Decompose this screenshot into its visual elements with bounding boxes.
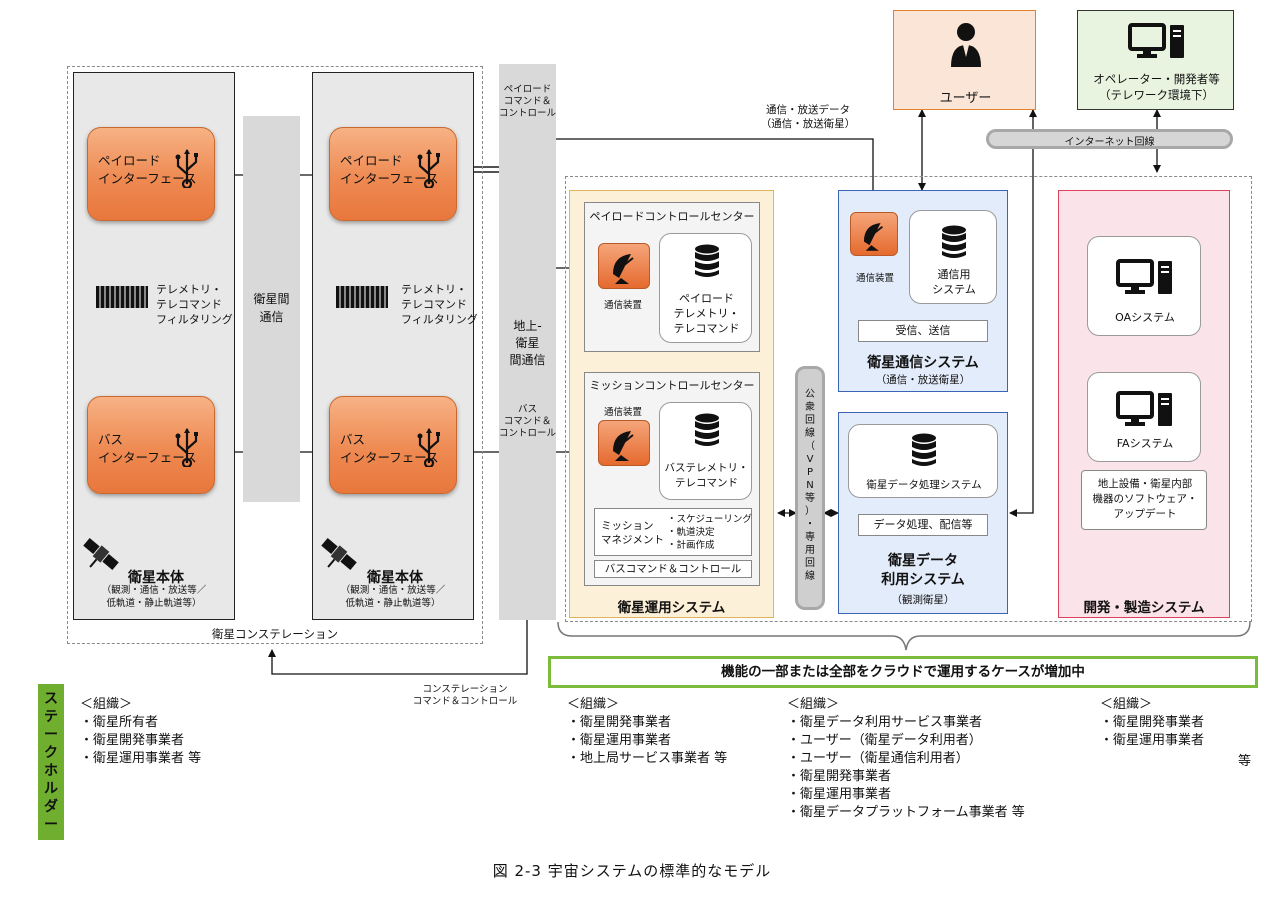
stakeholder-list-data: ＜組織＞・衛星データ利用サービス事業者・ユーザー（衛星データ利用者）・ユーザー（… (787, 697, 1025, 820)
internet-label: インターネット回線 (1064, 137, 1155, 148)
data-system-title: 衛星データ利用システム (881, 553, 965, 588)
stakeholder-list-dev: ＜組織＞・衛星開発事業者・衛星運用事業者 (1100, 697, 1205, 748)
payload-interface-left: ペイロードインターフェース (87, 127, 215, 221)
usb-icon (417, 149, 440, 188)
satellite-body-title: 衛星本体 (367, 570, 423, 586)
payload-tt-box: ペイロードテレメトリ・テレコマンド (659, 233, 752, 343)
satellite-icon (321, 537, 357, 571)
operator-box: オペレーター・開発者等（テレワーク環境下） (1077, 10, 1234, 110)
isl-label: 衛星間通信 (253, 292, 290, 324)
comm-system-title: 衛星通信システム (867, 355, 979, 371)
firewall-icon (96, 286, 148, 308)
filter-label-right: テレメトリ・テレコマンドフィルタリング (401, 283, 478, 326)
bus-command-label: バスコマンド＆コントロール (499, 404, 557, 439)
mission-management-box: ミッションマネジメント ・スケジューリング・軌道決定・計画作成 (594, 508, 752, 556)
computer-icon (1116, 391, 1172, 426)
database-icon (695, 244, 719, 277)
computer-icon (1128, 23, 1184, 58)
database-icon (695, 413, 719, 446)
public-line-pipe (795, 366, 825, 610)
user-icon (951, 23, 981, 67)
constellation-command-label: コンステレーションコマンド＆コントロール (412, 684, 518, 707)
filter-label-left: テレメトリ・テレコマンドフィルタリング (156, 283, 233, 326)
comm-device-label: 通信装置 (603, 407, 642, 418)
stakeholder-dev-etc: 等 (1238, 754, 1252, 769)
payload-command-label: ペイロードコマンド＆コントロール (499, 84, 557, 119)
comm-device-label: 通信装置 (603, 300, 642, 311)
satellite-body-title: 衛星本体 (128, 570, 184, 586)
oa-system-box: OAシステム (1087, 236, 1201, 336)
data-processing-box: 衛星データ処理システム (848, 424, 998, 498)
usb-icon (175, 149, 198, 188)
satellite-body-sub: （観測・通信・放送等／低軌道・静止軌道等） (101, 585, 207, 609)
antenna-icon (598, 420, 650, 466)
satellite-icon (83, 537, 119, 571)
satellite-body-sub: （観測・通信・放送等／低軌道・静止軌道等） (340, 585, 446, 609)
payload-center-title: ペイロードコントロールセンター (589, 210, 755, 223)
antenna-icon (850, 212, 898, 256)
process-distribution-box: データ処理、配信等 (858, 514, 988, 536)
ops-system-title: 衛星運用システム (617, 600, 726, 616)
ground-satellite-label: 地上-衛星間通信 (509, 319, 546, 367)
bus-interface-right: バスインターフェース (329, 396, 457, 494)
database-icon (912, 433, 936, 466)
software-update-box: 地上設備・衛星内部機器のソフトウェア・アップデート (1081, 470, 1207, 530)
broadcast-data-label: 通信・放送データ（通信・放送衛星） (760, 104, 856, 130)
stakeholder-list-satellite: ＜組織＞・衛星所有者・衛星開発事業者・衛星運用事業者 等 (80, 697, 202, 766)
ground-systems-frame (565, 176, 1252, 622)
stakeholder-list-ops: ＜組織＞・衛星開発事業者・衛星運用事業者・地上局サービス事業者 等 (567, 697, 728, 766)
mission-center-title: ミッションコントロールセンター (589, 379, 755, 392)
comm-system-sub: （通信・放送衛星） (875, 374, 971, 386)
stakeholder-tag: ステークホルダー (38, 684, 64, 840)
database-icon (942, 225, 966, 258)
firewall-icon (336, 286, 388, 308)
constellation-label: 衛星コンステレーション (211, 627, 339, 641)
ground-link-band (499, 64, 556, 620)
comm-device-label: 通信装置 (855, 273, 894, 284)
bus-command-control: バスコマンド＆コントロール (594, 560, 752, 578)
internet-line (986, 129, 1233, 149)
data-system-sub: （観測衛星） (891, 594, 955, 606)
user-box: ユーザー (893, 10, 1036, 110)
isl-band (243, 116, 300, 502)
payload-interface-right: ペイロードインターフェース (329, 127, 457, 221)
comm-system-box: 通信用システム (909, 210, 997, 304)
rx-tx-box: 受信、送信 (858, 320, 988, 342)
figure-caption: 図 2-3 宇宙システムの標準的なモデル (492, 862, 772, 880)
bus-tt-box: バステレメトリ・テレコマンド (659, 402, 752, 500)
cloud-banner: 機能の一部または全部をクラウドで運用するケースが増加中 (548, 656, 1258, 688)
constellation-frame (67, 66, 483, 644)
dev-system-title: 開発・製造システム (1083, 600, 1205, 616)
antenna-icon (598, 243, 650, 289)
bus-interface-left: バスインターフェース (87, 396, 215, 494)
usb-icon (175, 428, 198, 467)
computer-icon (1116, 259, 1172, 294)
fa-system-box: FAシステム (1087, 372, 1201, 462)
usb-icon (417, 428, 440, 467)
